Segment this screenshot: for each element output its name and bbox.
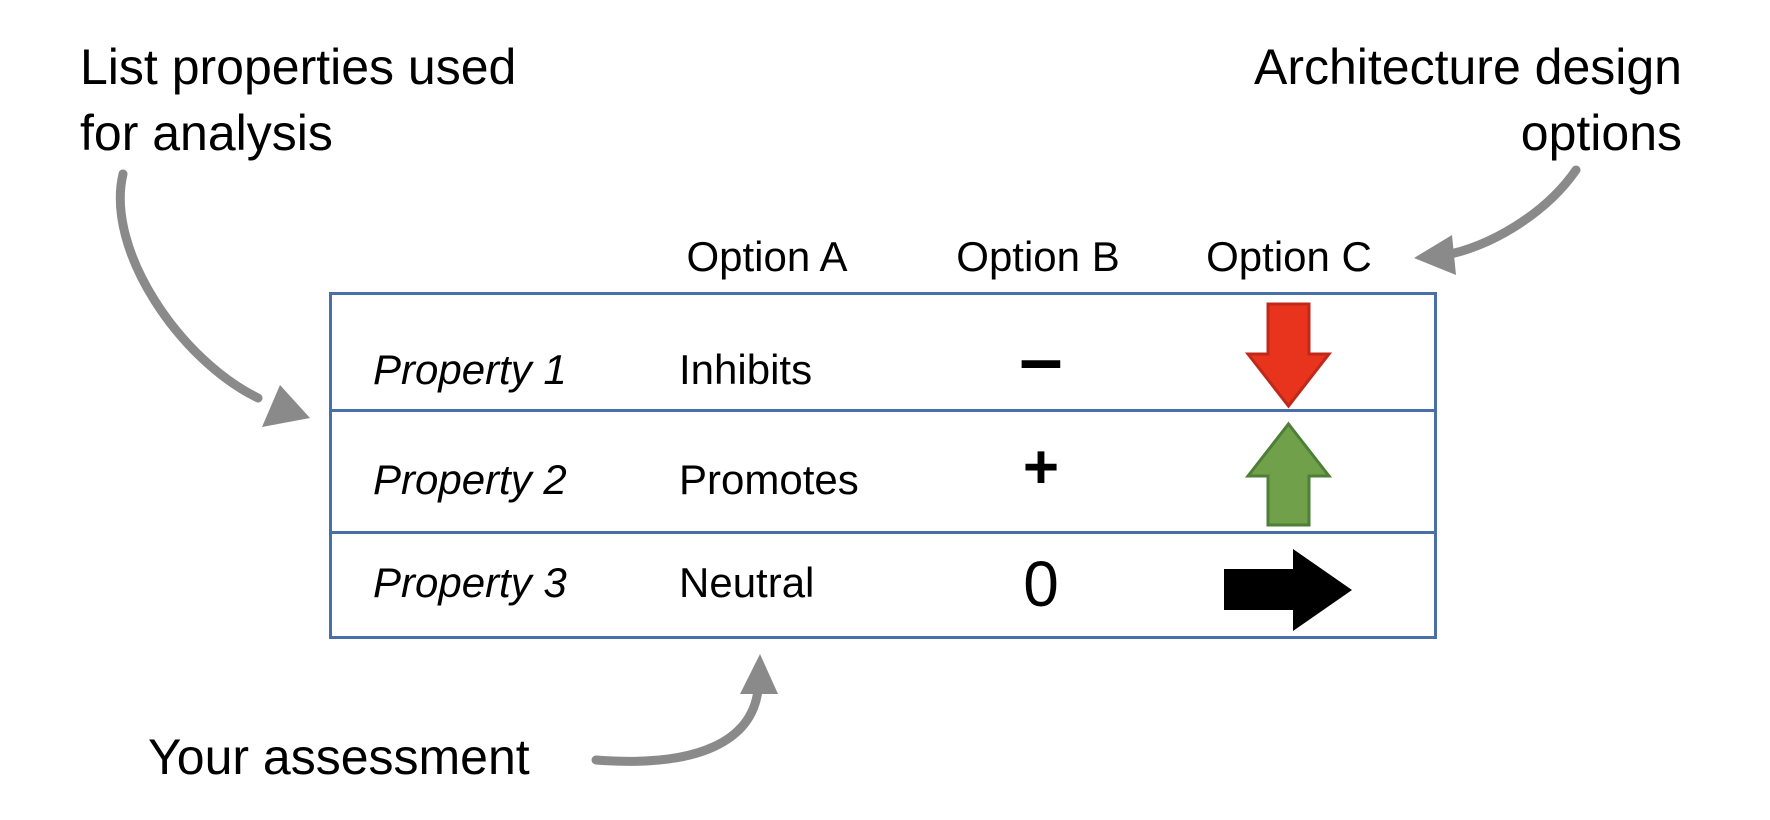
callout-design-options: Architecture design options [1254, 34, 1682, 166]
callout-options-line-1: Architecture design [1253, 39, 1682, 95]
column-header-option-b: Option B [956, 233, 1120, 280]
assessment-text: Inhibits [679, 346, 813, 393]
matrix-row-property-3: Property 3 Neutral 0 [332, 534, 1434, 636]
column-header-option-c: Option C [1206, 233, 1372, 280]
property-label: Property 2 [373, 456, 567, 503]
matrix-row-property-2: Property 2 Promotes + [332, 412, 1434, 534]
property-label: Property 1 [373, 346, 567, 393]
callout-arrow-options [1414, 165, 1581, 275]
assessment-symbol-minus: – [1019, 314, 1063, 402]
callout-assessment: Your assessment [148, 729, 530, 785]
assessment-text: Promotes [679, 456, 859, 503]
assessment-symbol-zero: 0 [1023, 548, 1059, 620]
assessment-symbol-plus: + [1022, 433, 1060, 502]
matrix-row-property-1: Property 1 Inhibits – [332, 295, 1434, 412]
column-header-option-a: Option A [686, 233, 848, 280]
callout-properties: List properties used for analysis [80, 34, 516, 166]
callout-properties-line-2: for analysis [80, 105, 333, 161]
callout-arrow-assessment [591, 654, 778, 766]
property-label: Property 3 [373, 559, 567, 606]
callout-properties-line-1: List properties used [80, 39, 517, 95]
assessment-text: Neutral [679, 559, 815, 606]
callout-options-line-2: options [1520, 105, 1682, 161]
assessment-matrix: Property 1 Inhibits – Property 2 Promote… [329, 292, 1437, 639]
callout-arrow-properties [115, 169, 310, 427]
